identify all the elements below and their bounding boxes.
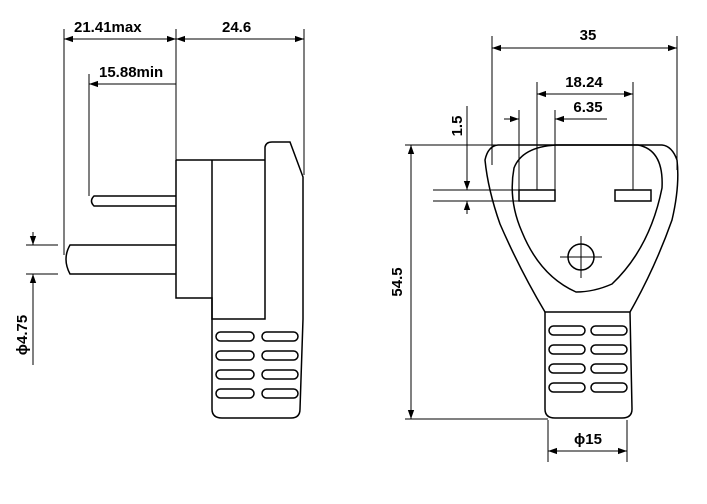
dim-pin-width: 6.35	[573, 99, 602, 116]
front-view: 35 18.24 6.35 1.5 54.5 ϕ15	[389, 27, 679, 462]
flat-pin	[90, 195, 176, 207]
dim-width: 35	[580, 27, 597, 44]
dim-pin-thickness: 1.5	[449, 116, 466, 137]
dim-overall-max: 21.41max	[74, 19, 142, 36]
dim-cord-diameter: ϕ15	[574, 431, 602, 448]
dim-pin-min: 15.88min	[99, 64, 163, 81]
side-view: 21.41max 15.88min 24.6 ϕ4.75	[14, 19, 305, 419]
cord-grip-slots	[548, 325, 628, 393]
dim-body: 24.6	[222, 19, 251, 36]
dim-pin-diameter: ϕ4.75	[14, 315, 31, 355]
grip-slots	[215, 331, 299, 399]
grip	[211, 318, 304, 419]
flat-pin-left	[518, 189, 556, 202]
pin-carrier-outline	[511, 144, 663, 293]
round-pin	[65, 244, 176, 275]
cord-grip	[544, 311, 633, 419]
dim-height: 54.5	[389, 267, 406, 296]
dim-pin-spacing: 18.24	[565, 74, 603, 91]
flat-pin-right	[614, 189, 652, 202]
plug-body	[175, 141, 304, 320]
